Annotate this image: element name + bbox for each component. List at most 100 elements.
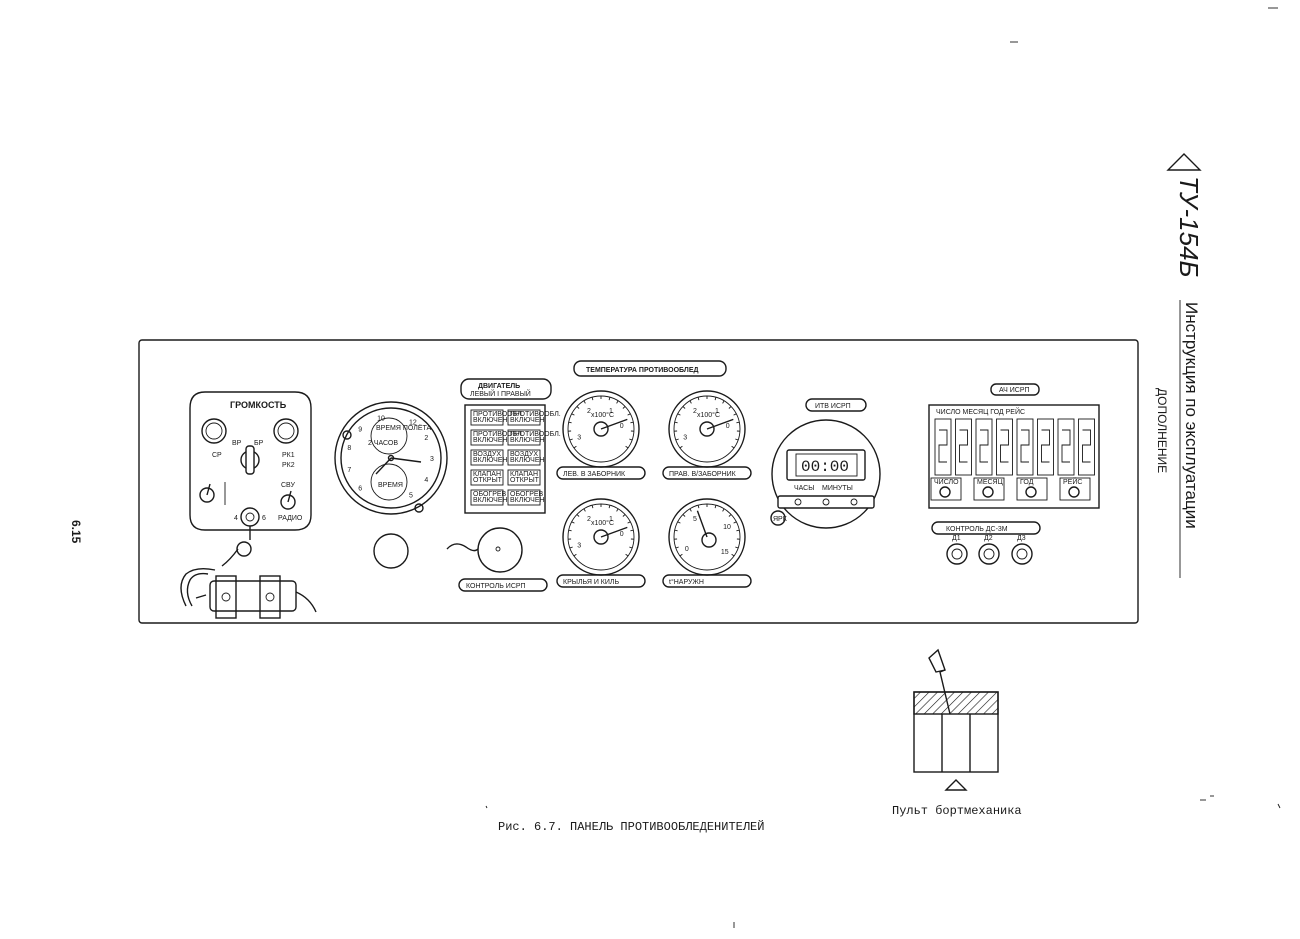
gauge-needle (600, 418, 628, 430)
gauge-needle (706, 418, 734, 430)
date-counter-wheel (955, 418, 972, 476)
panel-frame (138, 339, 1139, 624)
gauge-unit: х100°С (591, 519, 614, 527)
date-counter-wheel (975, 418, 993, 476)
engine-lamp-text: ПРОТИВООБЛ. (473, 411, 524, 418)
jack-label-right: 6 (262, 515, 266, 522)
isrp-hours-label: ЧАСЫ (794, 485, 814, 492)
engine-lamp-text: ОБОГРЕВ (510, 491, 544, 498)
console-label: Пульт бортмеханика (892, 804, 1022, 818)
figure-caption: Рис. 6.7. ПАНЕЛЬ ПРОТИВООБЛЕДЕНИТЕЛЕЙ (498, 819, 764, 834)
clock-numeral: 9 (358, 426, 362, 433)
engine-lamp-text: ВОЗДУХ (510, 451, 538, 458)
gauge-tick-label: 1 (609, 408, 613, 415)
date-counter-title: АЧ ИСРП (999, 387, 1030, 394)
clock-hours-label: 2 ЧАСОВ (368, 440, 398, 447)
date-set-knob[interactable] (982, 486, 994, 498)
gauge-tick-label: 1 (609, 516, 613, 523)
gauge-tick-label: 0 (685, 546, 689, 553)
engine-lamp-text: ПРОТИВООБЛ. (510, 431, 561, 438)
volume-control-box: ГРОМКОСТЬ ВР БР РК1 РК2 СР СВУ РАДИО 4 6 (189, 391, 312, 531)
date-set-knob[interactable] (1068, 486, 1080, 498)
engine-warning-lamp (507, 469, 541, 486)
engine-subtitle: ЛЕВЫЙ I ПРАВЫЙ (470, 389, 531, 398)
volume-label-sr: СР (212, 452, 222, 459)
engine-warning-lamp (507, 409, 541, 426)
clock-knob-left[interactable] (342, 430, 352, 440)
date-set-knob[interactable] (1025, 486, 1037, 498)
gauge-tick-label: 3 (577, 543, 581, 550)
gauge-unit: х100°С (591, 411, 614, 419)
clock-knob-right[interactable] (414, 503, 424, 513)
engine-lamp-block: ДВИГАТЕЛЬ ЛЕВЫЙ I ПРАВЫЙ ПРОТИВООБЛ.ВКЛЮ… (460, 378, 561, 514)
jack-label-left: 4 (234, 515, 238, 522)
engine-warning-lamp (507, 449, 541, 466)
gauge-tick-label: 5 (693, 516, 697, 523)
engine-warning-lamp (470, 409, 504, 426)
date-counter-wheel (1016, 418, 1034, 476)
ds3m-test-button[interactable] (1011, 543, 1033, 565)
date-counter-wheel (996, 418, 1013, 476)
clock-bottom-label: ВРЕМЯ (378, 482, 403, 489)
engine-title: ДВИГАТЕЛЬ (478, 383, 520, 390)
toggle-switch-left[interactable] (199, 483, 215, 503)
date-counter-wheel (934, 418, 952, 476)
gauge-tick-label: 2 (693, 408, 697, 415)
temperature-title: ТЕМПЕРАТУРА ПРОТИВООБЛЕД (586, 367, 698, 374)
gauge-tick-label: 0 (726, 423, 730, 430)
date-counter-header: ЧИСЛО МЕСЯЦ ГОД РЕЙС (936, 407, 1025, 416)
clock-subdial-bottom (370, 463, 408, 501)
gauge-tick-label: 2 (587, 516, 591, 523)
headphone-jack[interactable] (240, 507, 260, 527)
headset-plug-cable (180, 526, 317, 619)
date-set-knob[interactable] (939, 486, 951, 498)
date-knob-label: МЕСЯЦ (977, 479, 1004, 486)
clock-numeral: 10 (377, 415, 385, 422)
engine-warning-lamp (507, 429, 541, 446)
date-knob-label: ЧИСЛО (934, 479, 959, 486)
gauge-label: ПРАВ. В/ЗАБОРНИК (669, 471, 737, 478)
clock-numeral: 2 (424, 435, 428, 442)
clock-top-label: ВРЕМЯ ПОЛЁТА (376, 424, 432, 432)
isrp-brightness-button[interactable] (770, 510, 786, 526)
engine-lamp-text: ВКЛЮЧЕН (473, 497, 508, 504)
gauge-tick-label: 0 (620, 423, 624, 430)
date-counter-wheel (1078, 418, 1095, 476)
volume-label-rk1: РК1 (282, 452, 295, 459)
engine-lamp-text: ВКЛЮЧЕН (510, 457, 545, 464)
volume-knob-left[interactable] (201, 418, 227, 444)
ds3m-test-button[interactable] (946, 543, 968, 565)
dimmer-knob[interactable] (373, 533, 409, 569)
isrp-time-unit: ИТВ ИСРП 00:00 ЧАСЫ МИНУТЫ ЯРК (770, 398, 881, 529)
engine-lamp-text: ВОЗДУХ (473, 451, 501, 458)
gauge-tick-label: 3 (577, 435, 581, 442)
toggle-switch-right[interactable] (280, 490, 296, 510)
engine-warning-lamp (470, 449, 504, 466)
isrp-control-button[interactable] (477, 527, 523, 573)
volume-knob-right[interactable] (273, 418, 299, 444)
engine-warning-lamp (470, 469, 504, 486)
ds3m-button-label: Д2 (984, 535, 993, 542)
gauge-tick-label: 15 (721, 549, 729, 556)
date-counter-wheel (1037, 418, 1054, 476)
engineer-console-sketch: Пульт бортмеханика (892, 648, 1022, 818)
mode-selector-knob[interactable] (240, 445, 260, 475)
gauge-needle (696, 510, 708, 538)
gauge-needle (600, 526, 628, 538)
ds3m-title: КОНТРОЛЬ ДС-3М (946, 526, 1008, 533)
ds3m-button-label: Д1 (952, 535, 961, 542)
clock-numeral: 3 (430, 456, 434, 463)
gauge-tick-label: 1 (715, 408, 719, 415)
clock-numeral: 6 (358, 486, 362, 493)
ds3m-test-button[interactable] (978, 543, 1000, 565)
engine-lamp-text: КЛАПАН (510, 471, 538, 478)
isrp-title: ИТВ ИСРП (815, 403, 851, 410)
engine-lamp-text: ВКЛЮЧЕН (473, 437, 508, 444)
engine-lamp-text: ВКЛЮЧЕН (510, 497, 545, 504)
aircraft-code: ТУ-154Б (1174, 176, 1204, 278)
